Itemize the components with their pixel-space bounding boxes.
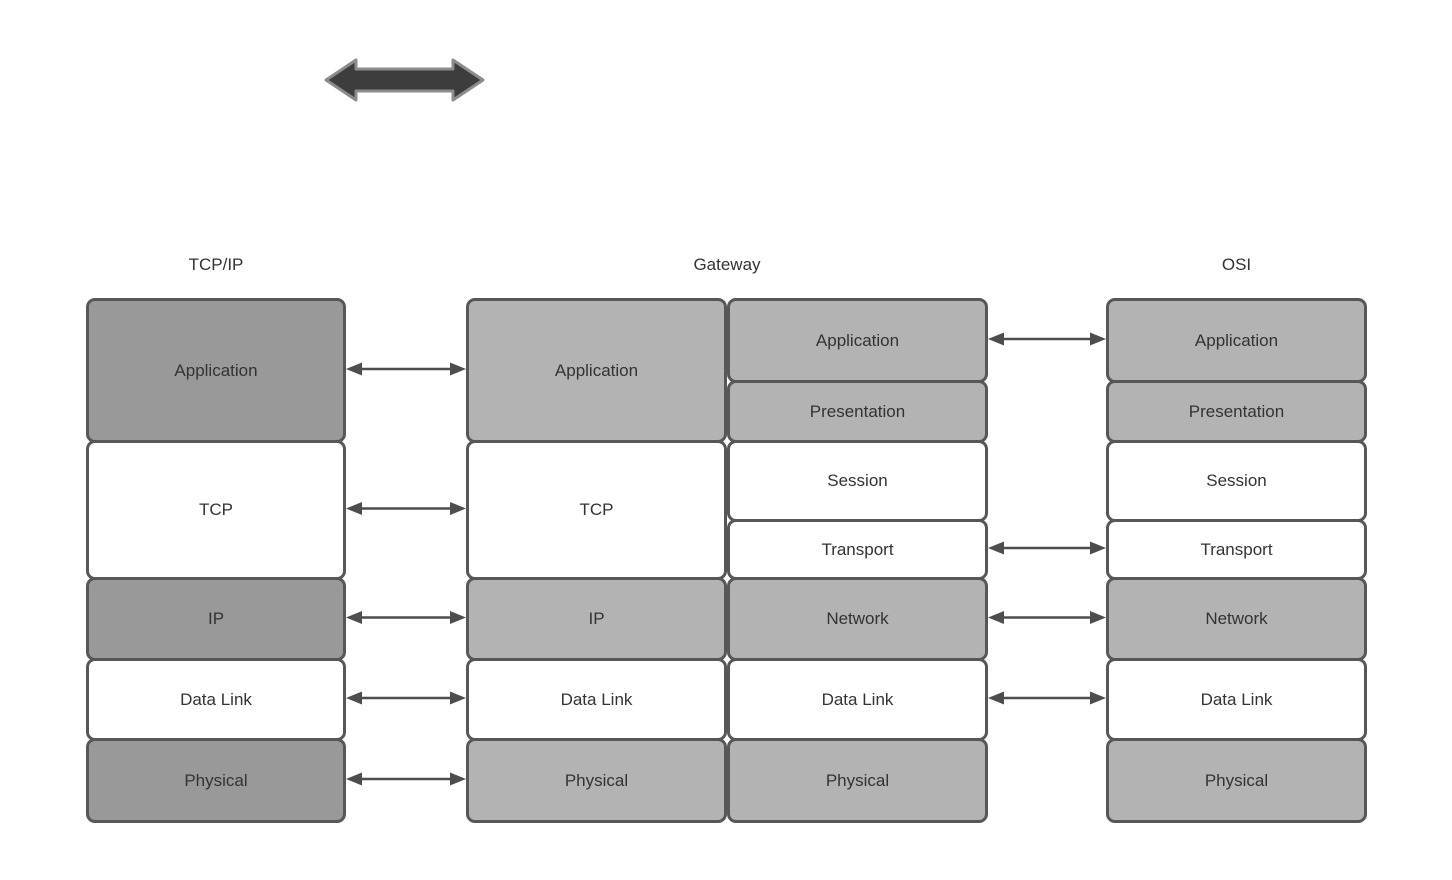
layer-tcpip-application: Application: [86, 298, 346, 443]
layer-gateway-right-physical: Physical: [727, 738, 988, 823]
layer-gateway-right-session: Session: [727, 440, 988, 522]
layer-gateway-right-data-link: Data Link: [727, 658, 988, 741]
layer-gateway-right-application: Application: [727, 298, 988, 383]
layer-osi-application: Application: [1106, 298, 1367, 383]
column-header-tcpip: TCP/IP: [188, 255, 244, 274]
layer-osi-presentation: Presentation: [1106, 380, 1367, 443]
connector-gateway-osi-application: [988, 332, 1106, 346]
layer-osi-network: Network: [1106, 577, 1367, 661]
connector-tcpip-gateway-tcp: [346, 502, 466, 515]
layer-gateway-left-application: Application: [466, 298, 727, 443]
connector-tcpip-gateway-ip: [346, 611, 466, 624]
column-header-osi: OSI: [1221, 255, 1252, 274]
layer-tcpip-ip: IP: [86, 577, 346, 661]
connector-tcpip-gateway-physical: [346, 772, 466, 786]
connector-tcpip-gateway-application: [346, 362, 466, 376]
layer-gateway-right-network: Network: [727, 577, 988, 661]
layer-gateway-right-transport: Transport: [727, 519, 988, 580]
layer-osi-physical: Physical: [1106, 738, 1367, 823]
layer-tcpip-tcp: TCP: [86, 440, 346, 580]
layer-gateway-left-data-link: Data Link: [466, 658, 727, 741]
column-header-gateway: Gateway: [693, 255, 761, 274]
layer-osi-transport: Transport: [1106, 519, 1367, 580]
layer-osi-data-link: Data Link: [1106, 658, 1367, 741]
connector-gateway-osi-data-link: [988, 691, 1106, 705]
layer-gateway-left-physical: Physical: [466, 738, 727, 823]
layer-tcpip-physical: Physical: [86, 738, 346, 823]
layer-gateway-left-ip: IP: [466, 577, 727, 661]
connector-gateway-osi-transport: [988, 541, 1106, 555]
layer-osi-session: Session: [1106, 440, 1367, 522]
layer-gateway-left-tcp: TCP: [466, 440, 727, 580]
layer-gateway-right-presentation: Presentation: [727, 380, 988, 443]
layer-tcpip-data-link: Data Link: [86, 658, 346, 741]
connector-gateway-osi-network: [988, 611, 1106, 624]
connector-tcpip-gateway-data-link: [346, 691, 466, 705]
